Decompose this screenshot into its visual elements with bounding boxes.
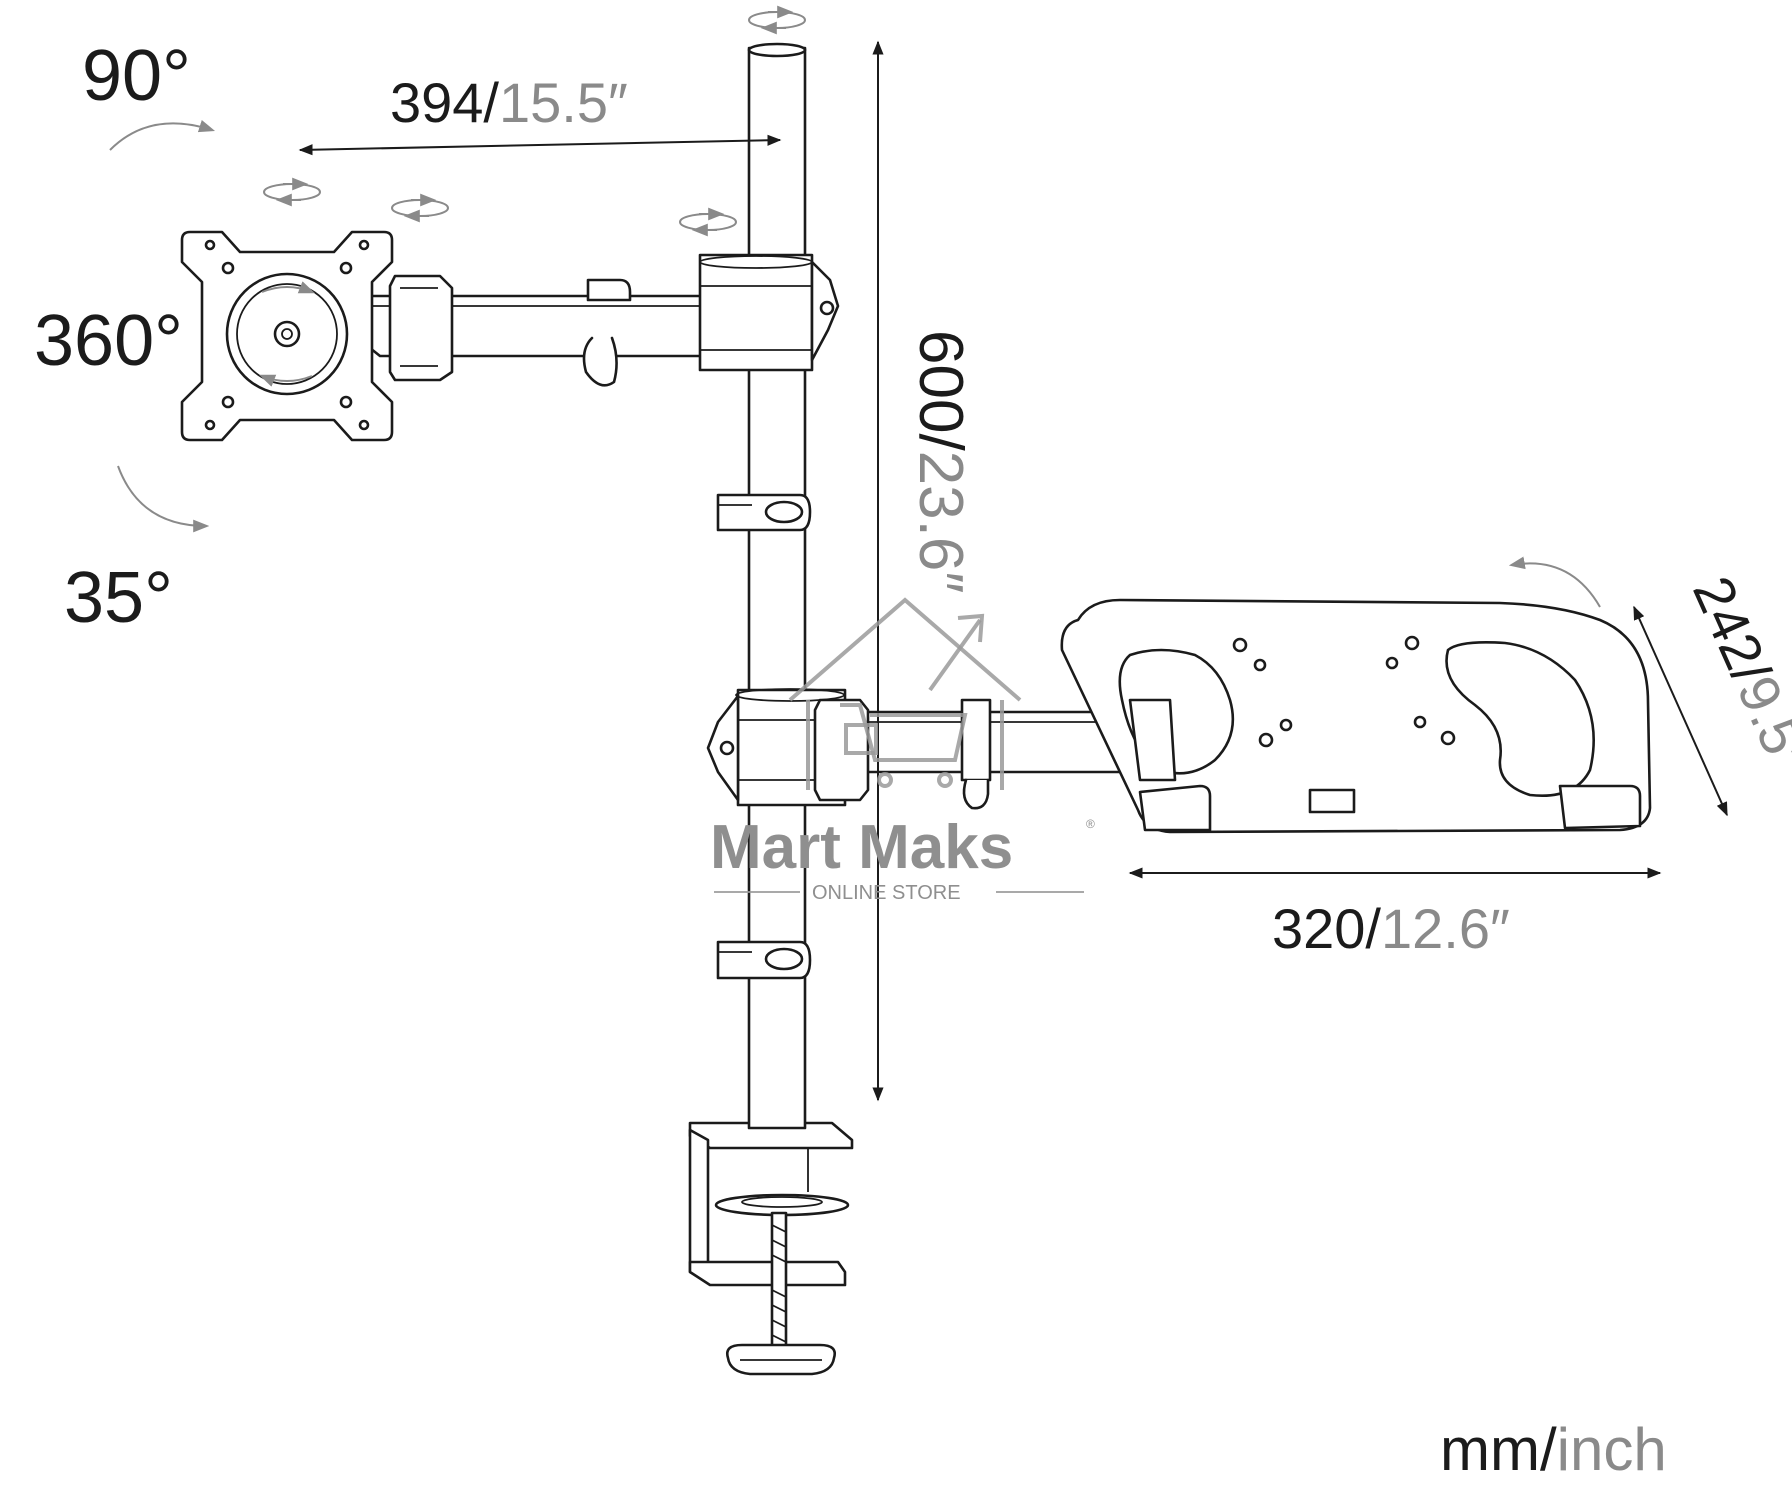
watermark-text: Mart Maks ® ONLINE STORE <box>710 813 1095 904</box>
arm-length-dimension <box>298 134 782 156</box>
watermark-brand: Mart Maks <box>710 813 1013 882</box>
arm-length-in: 15.5″ <box>499 71 628 134</box>
units-inch: inch <box>1557 1416 1667 1483</box>
svg-text:320/12.6″: 320/12.6″ <box>1272 897 1510 960</box>
dimension-lines <box>298 40 1728 1102</box>
tilt-up-angle: 90° <box>82 36 191 116</box>
tray-swivel-arrow <box>1508 556 1601 608</box>
pole-height-label: 600/23.6″ <box>906 330 975 593</box>
arm-length-mm: 394/ <box>390 71 499 134</box>
rotation-angle: 360° <box>34 301 183 381</box>
svg-text:mm/inch: mm/inch <box>1440 1416 1667 1483</box>
svg-text:394/15.5″: 394/15.5″ <box>390 71 628 134</box>
laptop-arm <box>706 688 1142 810</box>
rotate-icon-arm <box>679 207 737 237</box>
units-mm: mm/ <box>1440 1416 1557 1483</box>
watermark-tagline: ONLINE STORE <box>812 882 961 904</box>
tilt-down-angle: 35° <box>64 558 173 638</box>
rotate-icon-vesa-1 <box>263 177 321 207</box>
watermark-registered: ® <box>1086 817 1095 831</box>
tray-depth-dimension <box>1633 605 1728 817</box>
units-legend: mm/inch <box>1440 1416 1667 1483</box>
cable-clip-upper <box>716 493 812 532</box>
tray-width-mm: 320/ <box>1272 897 1381 960</box>
monitor-arm <box>363 253 840 387</box>
laptop-tray <box>1060 598 1652 834</box>
rotation-indicators <box>109 5 1601 608</box>
svg-text:600/23.6″: 600/23.6″ <box>906 330 975 593</box>
brand-watermark <box>788 597 1022 790</box>
tray-width-label: 320/12.6″ <box>1272 897 1510 960</box>
angle-labels: 90° 360° 35° <box>34 36 191 638</box>
arm-length-label: 394/15.5″ <box>390 71 628 134</box>
cable-clip-lower <box>716 940 812 980</box>
rotate-icon-vesa-2 <box>391 193 449 223</box>
pole-height-in: 23.6″ <box>906 451 975 594</box>
tilt-down-arrow <box>117 465 210 533</box>
tilt-up-arrow <box>109 119 216 151</box>
rotate-icon-pole-top <box>748 5 806 35</box>
vesa-plate <box>180 230 394 442</box>
desk-clamp <box>688 1121 854 1376</box>
tray-width-in: 12.6″ <box>1381 897 1510 960</box>
pole-height-mm: 600/ <box>906 330 975 451</box>
screw-threads <box>771 1224 787 1343</box>
vertical-pole <box>716 42 812 1130</box>
